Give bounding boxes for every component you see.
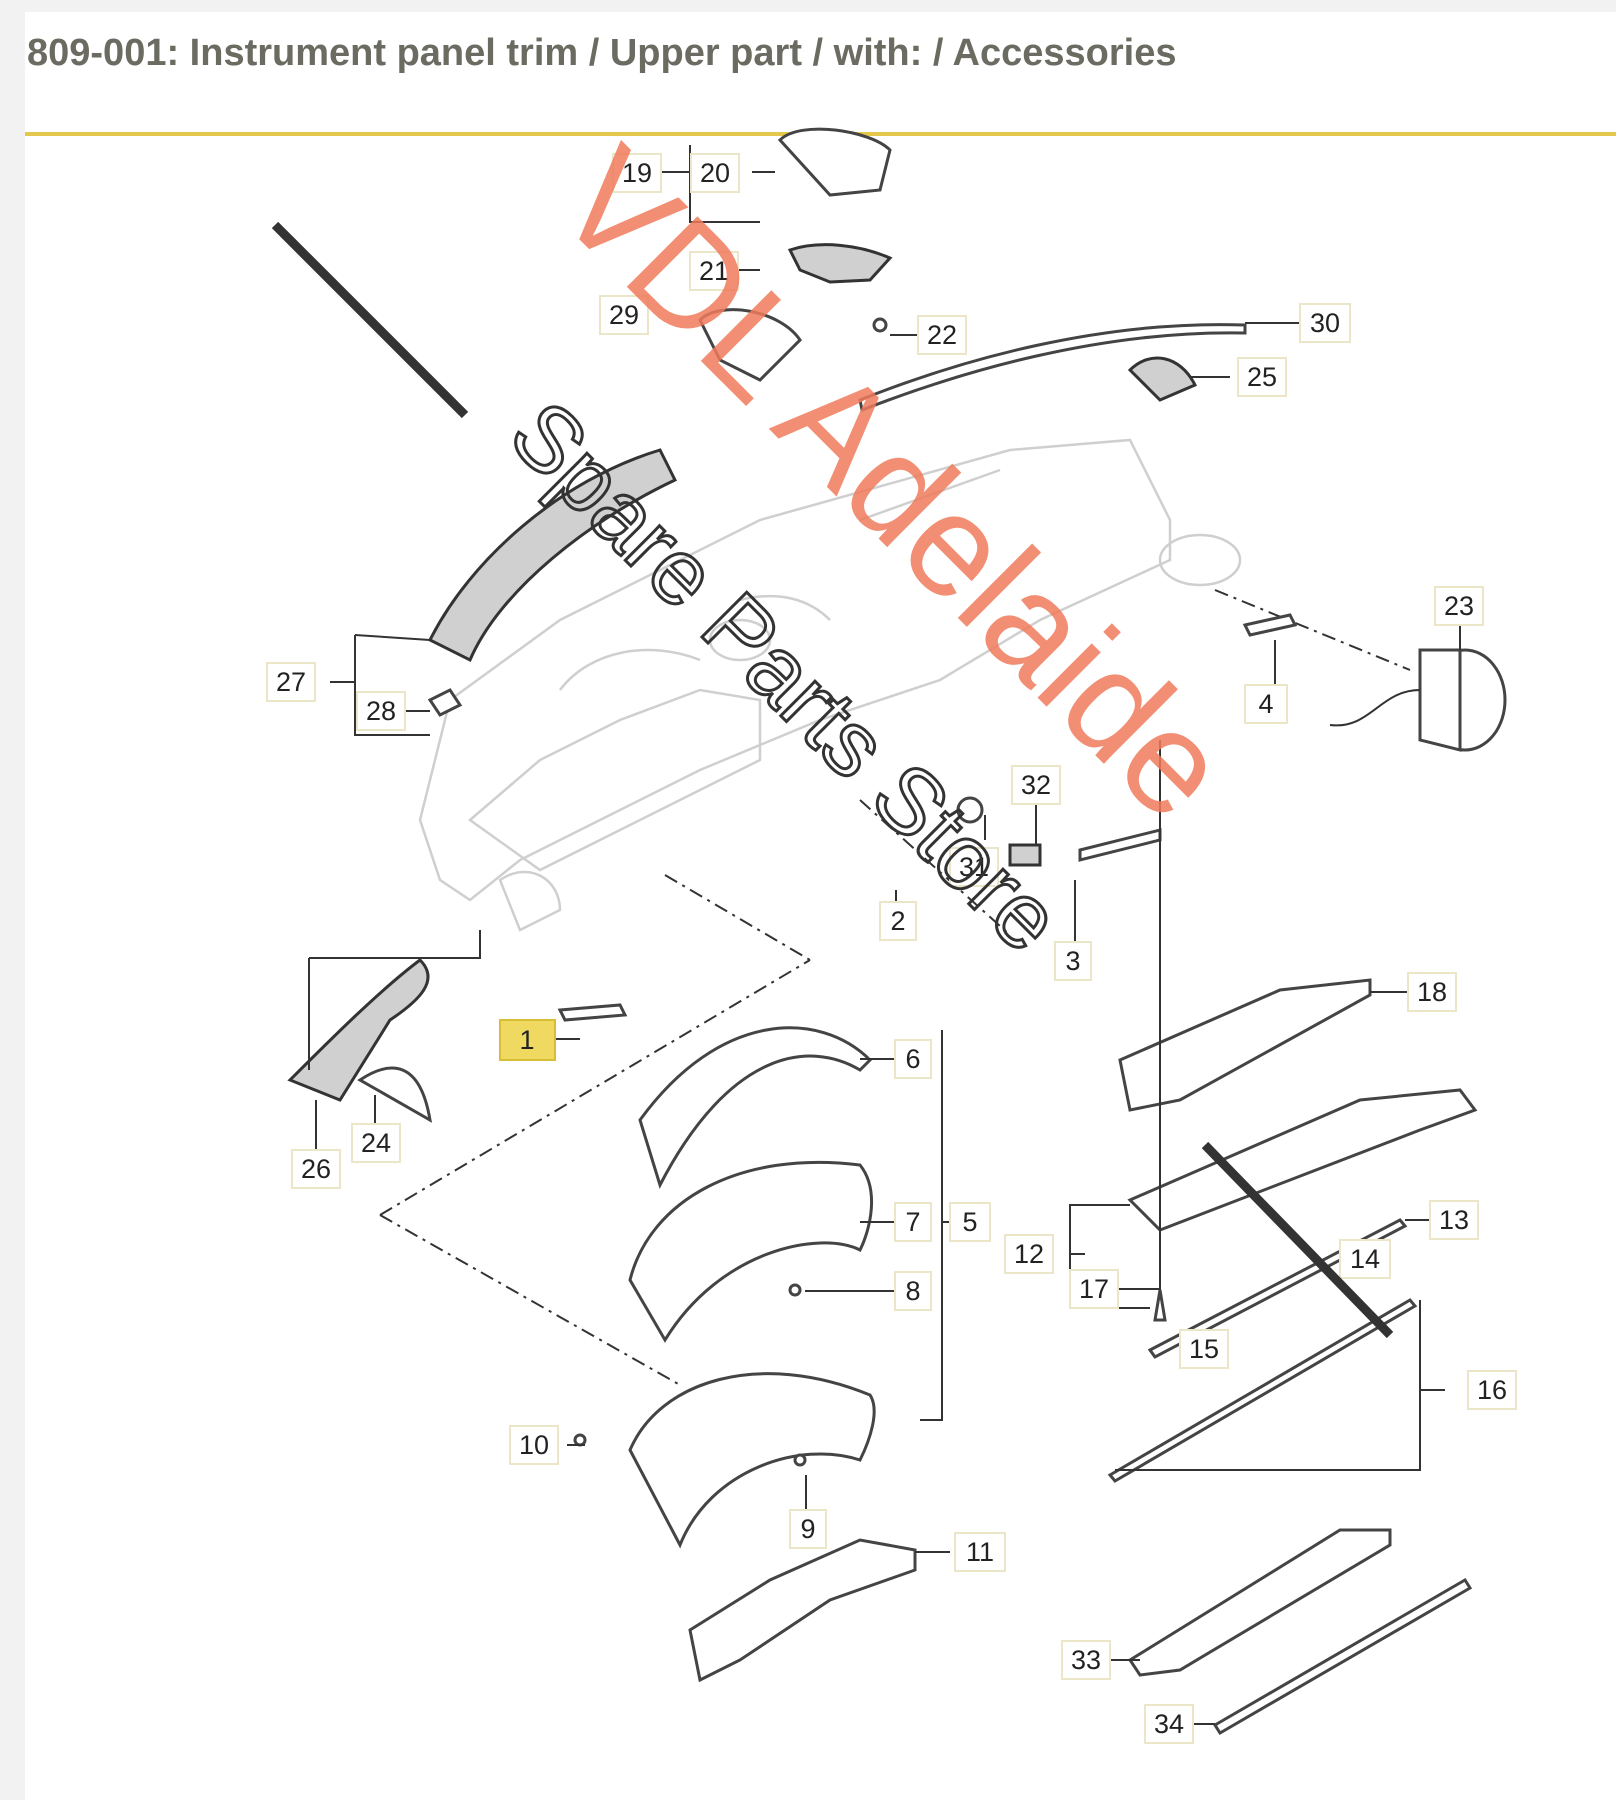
- part-label: 17: [1069, 1269, 1119, 1309]
- part-label-text: 28: [366, 696, 396, 726]
- part-label-text: 12: [1014, 1239, 1044, 1269]
- part-label: 21: [689, 251, 739, 291]
- part-label-highlighted: 1: [499, 1019, 556, 1061]
- part-label: 26: [291, 1149, 341, 1189]
- part-label-text: 14: [1350, 1244, 1380, 1274]
- page-title: 809-001: Instrument panel trim / Upper p…: [27, 32, 1177, 74]
- part-label-text: 29: [609, 300, 639, 330]
- part-label: 22: [917, 315, 967, 355]
- part-label: 34: [1144, 1704, 1194, 1744]
- part-label-text: 20: [700, 158, 730, 188]
- part-label: 25: [1237, 357, 1287, 397]
- part-label-text: 19: [622, 158, 652, 188]
- part-label: 5: [949, 1202, 991, 1242]
- part-label: 27: [266, 662, 316, 702]
- part-label-text: 11: [966, 1537, 994, 1567]
- part-label-text: 10: [519, 1430, 549, 1460]
- part-label-text: 9: [800, 1514, 815, 1544]
- part-label: 15: [1179, 1329, 1229, 1369]
- part-label-text: 21: [699, 256, 729, 286]
- part-label-text: 34: [1154, 1709, 1184, 1739]
- part-label-text: 18: [1417, 977, 1447, 1007]
- part-label: 30: [1299, 303, 1351, 343]
- part-label: 24: [351, 1123, 401, 1163]
- part-label-text: 33: [1071, 1645, 1101, 1675]
- part-label-text: 13: [1439, 1205, 1469, 1235]
- part-label-text: 26: [301, 1154, 331, 1184]
- part-label-text: 4: [1258, 689, 1273, 719]
- part-label-text: 15: [1189, 1334, 1219, 1364]
- part-label: 29: [599, 295, 649, 335]
- part-shapes: [287, 127, 1507, 1736]
- part-label-text: 32: [1021, 770, 1051, 800]
- part-label: 11: [954, 1532, 1006, 1572]
- part-label-text: 27: [276, 667, 306, 697]
- part-label: 20: [690, 153, 740, 193]
- part-label: 14: [1339, 1239, 1391, 1279]
- part-label-text: 7: [905, 1207, 920, 1237]
- part-label: 31: [949, 847, 999, 887]
- part-label-text: 2: [890, 906, 905, 936]
- part-label-text: 6: [905, 1044, 920, 1074]
- part-label: 7: [894, 1202, 932, 1242]
- part-label: 33: [1061, 1640, 1111, 1680]
- part-label: 12: [1004, 1234, 1054, 1274]
- part-label: 13: [1429, 1200, 1479, 1240]
- part-label-text: 16: [1477, 1375, 1507, 1405]
- part-label: 23: [1434, 586, 1484, 626]
- part-label-text: 1: [519, 1025, 534, 1055]
- part-label: 16: [1467, 1370, 1517, 1410]
- part-label: 18: [1407, 972, 1457, 1012]
- part-label: 32: [1011, 765, 1061, 805]
- part-label-text: 24: [361, 1128, 391, 1158]
- part-label: 8: [894, 1271, 932, 1311]
- part-label: 4: [1244, 684, 1288, 724]
- part-label-text: 22: [927, 320, 957, 350]
- part-label: 19: [612, 153, 662, 193]
- part-label-text: 31: [959, 852, 989, 882]
- part-labels: 19 20 21 22 29 30 25 23 27 28 4 32 31 2 …: [266, 153, 1517, 1744]
- part-label-text: 23: [1444, 591, 1474, 621]
- part-label: 28: [356, 691, 406, 731]
- dashboard-outline: [418, 438, 1242, 932]
- part-label: 10: [509, 1425, 559, 1465]
- part-label-text: 8: [905, 1276, 920, 1306]
- part-label-text: 3: [1065, 946, 1080, 976]
- part-label-text: 25: [1247, 362, 1277, 392]
- part-label-text: 17: [1079, 1274, 1109, 1304]
- part-label: 9: [789, 1509, 827, 1549]
- part-label: 6: [894, 1039, 932, 1079]
- part-label-text: 5: [962, 1207, 977, 1237]
- grouping-lines: [379, 589, 1411, 1386]
- part-label: 3: [1054, 941, 1092, 981]
- part-label: 2: [879, 901, 917, 941]
- part-label-text: 30: [1310, 308, 1340, 338]
